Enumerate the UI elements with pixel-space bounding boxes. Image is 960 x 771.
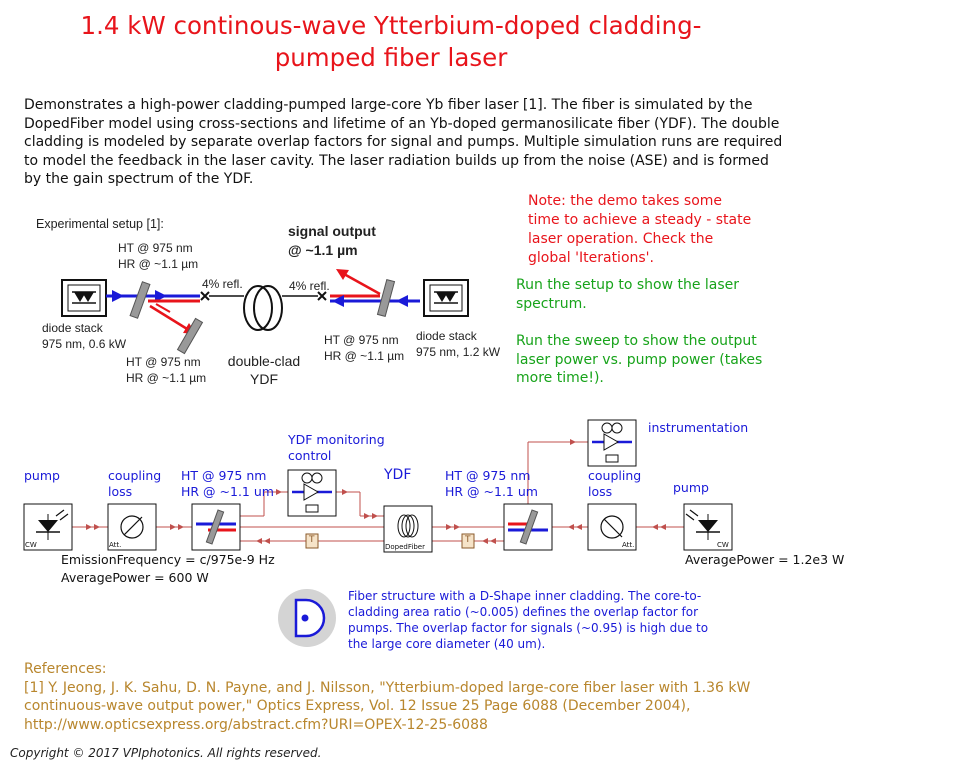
right-mirror-label: HT @ 975 nm HR @ ~1.1 µm xyxy=(324,332,404,364)
signal-output-line-1: signal output xyxy=(288,223,376,239)
coupling-left-line-1: coupling xyxy=(108,468,162,483)
pump-right-icon xyxy=(683,503,733,551)
left-diode-line-2: 975 nm, 0.6 kW xyxy=(42,337,127,351)
doped-fiber-module xyxy=(383,505,433,553)
delay-box-left xyxy=(305,533,319,549)
instrumentation-label: instrumentation xyxy=(648,420,749,435)
note-run-sweep: Run the sweep to show the output laser p… xyxy=(516,333,763,386)
monitor-line-2: control xyxy=(288,447,332,463)
signal-output-line-2: @ ~1.1 µm xyxy=(288,242,358,258)
delay-box-right xyxy=(461,533,475,549)
attenuator-left-icon xyxy=(107,503,157,551)
bottom-mirror-label: HT @ 975 nm HR @ ~1.1 µm xyxy=(126,354,206,386)
reference-1: [1] Y. Jeong, J. K. Sahu, D. N. Payne, a… xyxy=(24,679,751,733)
copyright: Copyright © 2017 VPIphotonics. All right… xyxy=(10,746,322,760)
signal-output-label: signal output @ ~1.1 µm xyxy=(288,222,376,260)
delay-left-tag: T xyxy=(309,535,315,545)
mirror-right-line-2: HR @ ~1.1 um xyxy=(445,483,538,499)
ydf-label: YDF xyxy=(384,467,412,483)
fiber-structure-note: Fiber structure with a D-Shape inner cla… xyxy=(348,589,709,651)
left-diode-stack-icon xyxy=(61,279,107,317)
setup-heading: Experimental setup [1]: xyxy=(36,217,164,231)
references: References: [1] Y. Jeong, J. K. Sahu, D.… xyxy=(24,660,784,734)
ydf-monitor-module xyxy=(287,469,337,517)
schematic-drawing xyxy=(23,419,733,647)
left-diode-line-1: diode stack xyxy=(42,321,103,335)
cw-right-tag: CW xyxy=(717,541,729,549)
pump-left-label: pump xyxy=(24,468,60,483)
note-red: Note: the demo takes some time to achiev… xyxy=(528,193,752,266)
attenuator-right-icon xyxy=(587,503,637,551)
coupling-left-label: coupling loss xyxy=(108,468,161,499)
setup-drawing xyxy=(61,269,469,355)
fiber-cross-section-icon xyxy=(278,589,336,647)
mirror-right-label: HT @ 975 nm HR @ ~1.1 um xyxy=(445,468,538,499)
left-diode-label: diode stack 975 nm, 0.6 kW xyxy=(42,320,126,352)
title-line-1: 1.4 kW continous-wave Ytterbium-doped cl… xyxy=(80,11,702,40)
bottom-mirror-hr: HR @ ~1.1 µm xyxy=(126,371,207,385)
coupling-right-label: coupling loss xyxy=(588,468,641,499)
delay-right-tag: T xyxy=(465,535,471,545)
bottom-mirror-ht: HT @ 975 nm xyxy=(126,355,201,369)
page-title: 1.4 kW continous-wave Ytterbium-doped cl… xyxy=(0,10,782,74)
doped-fiber-tag: DopedFiber xyxy=(385,543,425,551)
left-mirror-ht: HT @ 975 nm xyxy=(118,241,193,255)
right-diode-stack-icon xyxy=(423,279,469,317)
emission-frequency: EmissionFrequency = c/975e-9 Hz xyxy=(61,552,275,567)
fiber-label: double-clad YDF xyxy=(226,352,302,388)
experimental-setup: Experimental setup [1]: signal output @ … xyxy=(0,208,510,398)
simulation-schematic: pump coupling loss HT @ 975 nm HR @ ~1.1… xyxy=(0,410,960,660)
mirror-left-line-2: HR @ ~1.1 um xyxy=(181,483,274,499)
fiber-line-1: double-clad xyxy=(227,353,301,369)
mirror-left-label: HT @ 975 nm HR @ ~1.1 um xyxy=(181,468,274,499)
references-heading: References: xyxy=(24,661,107,677)
right-diode-label: diode stack 975 nm, 1.2 kW xyxy=(416,328,500,360)
left-mirror-hr: HR @ ~1.1 µm xyxy=(118,257,199,271)
fiber-line-2: YDF xyxy=(250,371,278,387)
coupling-left-line-2: loss xyxy=(108,483,133,499)
att-left-tag: Att. xyxy=(109,541,122,549)
monitor-label: YDF monitoring control xyxy=(288,432,385,463)
note-run-setup: Run the setup to show the laser spectrum… xyxy=(516,277,740,312)
instrumentation-module xyxy=(587,419,637,467)
att-right-tag: Att. xyxy=(622,541,635,549)
coupling-right-line-2: loss xyxy=(588,483,613,499)
cw-left-tag: CW xyxy=(25,541,37,549)
connection-arrows xyxy=(86,439,666,544)
pump-right-label: pump xyxy=(673,480,709,495)
average-power-right: AveragePower = 1.2e3 W xyxy=(685,552,845,567)
right-mirror-ht: HT @ 975 nm xyxy=(324,333,399,347)
title-line-2: pumped fiber laser xyxy=(274,43,508,72)
left-refl-label: 4% refl. xyxy=(202,277,243,291)
mirror-right-module xyxy=(503,503,553,551)
right-mirror-hr: HR @ ~1.1 µm xyxy=(324,349,405,363)
average-power-left: AveragePower = 600 W xyxy=(61,570,209,585)
pump-left-icon xyxy=(23,503,73,551)
right-diode-line-2: 975 nm, 1.2 kW xyxy=(416,345,501,359)
mirror-left-module xyxy=(191,503,241,551)
monitor-line-1: YDF monitoring xyxy=(288,432,385,447)
right-refl-label: 4% refl. xyxy=(289,279,330,293)
right-diode-line-1: diode stack xyxy=(416,329,477,343)
mirror-right-line-1: HT @ 975 nm xyxy=(445,468,531,483)
mirror-left-line-1: HT @ 975 nm xyxy=(181,468,267,483)
coupling-right-line-1: coupling xyxy=(588,468,642,483)
description: Demonstrates a high-power cladding-pumpe… xyxy=(24,97,783,187)
left-mirror-label: HT @ 975 nm HR @ ~1.1 µm xyxy=(118,240,198,272)
